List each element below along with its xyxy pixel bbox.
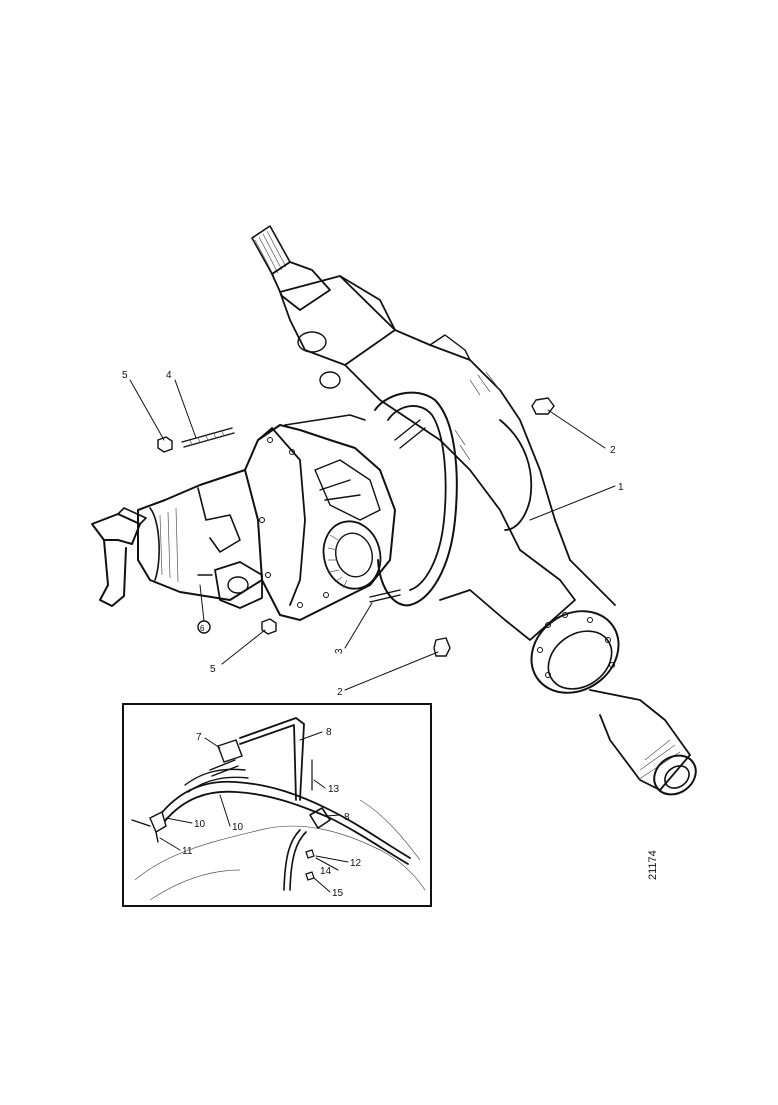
main-callouts: 1 2 2 3 4 5 5 6 (122, 370, 624, 698)
callout-4: 4 (166, 370, 172, 381)
inset-callout-7: 7 (196, 732, 202, 743)
inset-callout-8-upper: 8 (326, 727, 332, 738)
inset-callout-10-mid: 10 (232, 822, 244, 833)
loose-parts (157, 397, 555, 657)
axle-housing (251, 225, 697, 796)
callout-2-lower: 2 (337, 687, 343, 698)
figure-id: 21174 (647, 850, 659, 880)
inset-callout-11: 11 (182, 846, 193, 857)
callout-6: 6 (200, 624, 205, 633)
inset-callout-8-lower: 8 (344, 812, 350, 823)
callout-5-upper: 5 (122, 370, 128, 381)
leader-lines (129, 379, 616, 691)
differential-carrier (91, 414, 426, 621)
inset-frame (122, 703, 432, 907)
inset-callout-12: 12 (350, 858, 362, 869)
callout-5-lower: 5 (210, 664, 216, 675)
inset-callout-13: 13 (328, 784, 340, 795)
callout-1: 1 (618, 482, 624, 493)
inset-callout-15: 15 (332, 888, 344, 899)
inset-detail: 7 8 8 10 10 11 12 13 14 15 (122, 703, 432, 907)
inset-callout-14: 14 (320, 866, 332, 877)
callout-3: 3 (334, 648, 345, 654)
inset-callout-10-left: 10 (194, 819, 206, 830)
callout-2-upper: 2 (610, 445, 616, 456)
